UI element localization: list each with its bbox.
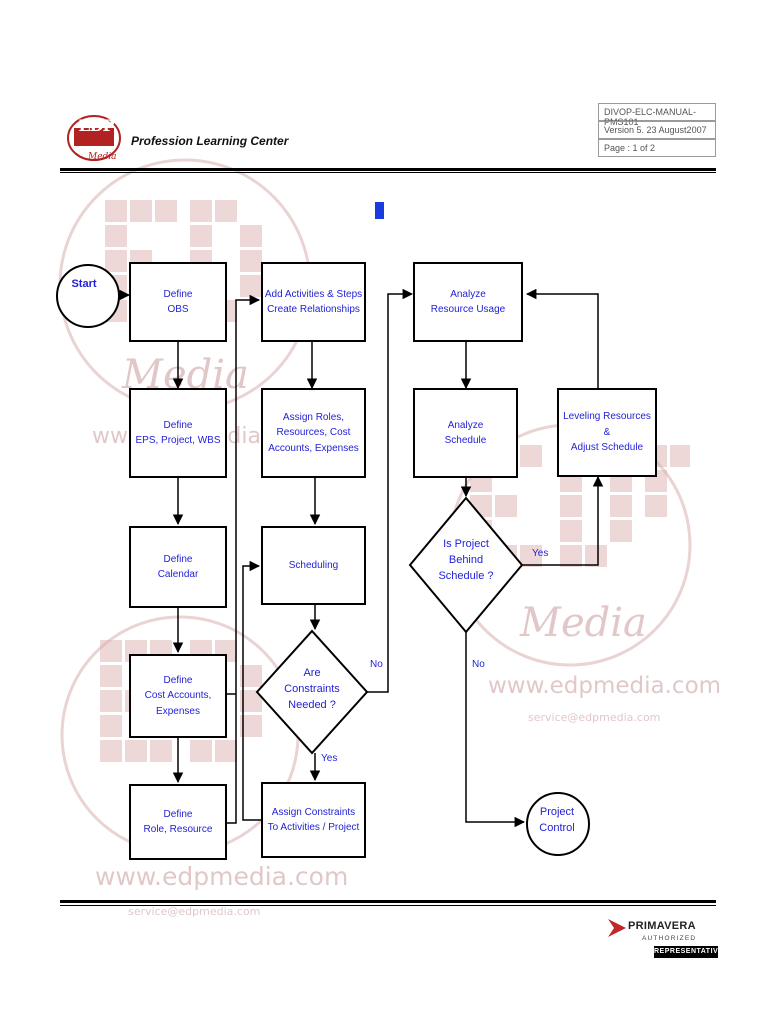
header-rule	[60, 168, 716, 171]
no-label: No	[370, 659, 383, 670]
edp-logo-subtext: Media	[88, 152, 117, 162]
watermark-url-text: www.edpmedia.com	[95, 862, 349, 891]
define-role-box: Define Role, Resource	[129, 784, 227, 860]
primavera-authorized: AUTHORIZED	[642, 935, 697, 942]
analyze-resource-box: Analyze Resource Usage	[413, 262, 523, 342]
scheduling-box: Scheduling	[261, 526, 366, 605]
title-marker	[375, 202, 384, 219]
header-rule-thin	[60, 172, 716, 173]
define-obs-box: Define OBS	[129, 262, 227, 342]
doc-id: DIVOP-ELC-MANUAL-PMS101	[598, 103, 716, 127]
behind-decision: Is Project Behind Schedule ?	[438, 538, 494, 582]
yes-label: Yes	[321, 753, 338, 764]
define-eps-box: Define EPS, Project, WBS	[129, 388, 227, 478]
yes-label: Yes	[532, 548, 549, 559]
define-cost-box: Define Cost Accounts, Expenses	[129, 654, 227, 738]
project-control-node: Project Control	[539, 806, 575, 834]
start-node-shape	[56, 264, 120, 328]
assign-constraints-box: Assign Constraints To Activities / Proje…	[261, 782, 366, 858]
watermark-media-text: Media	[520, 600, 647, 646]
project-control-shape	[526, 792, 590, 856]
edp-logo-text: EDP	[78, 116, 114, 135]
leveling-box: Leveling Resources & Adjust Schedule	[557, 388, 657, 477]
footer-rule-thin	[60, 905, 716, 906]
constraints-decision-shape	[255, 629, 369, 755]
assign-roles-box: Assign Roles, Resources, Cost Accounts, …	[261, 388, 366, 478]
define-calendar-box: Define Calendar	[129, 526, 227, 608]
primavera-representative: REPRESENTATIVE	[654, 946, 723, 958]
primavera-logo-mark	[608, 919, 626, 937]
primavera-brand: PRIMAVERA	[628, 920, 696, 932]
footer-rule	[60, 900, 716, 903]
no-label: No	[472, 659, 485, 670]
constraints-decision: Are Constraints Needed ?	[284, 667, 340, 711]
add-activities-box: Add Activities & Steps Create Relationsh…	[261, 262, 366, 342]
watermark-url-text: www.edpmedia.com	[488, 673, 722, 699]
behind-decision-shape	[408, 496, 524, 634]
doc-version: Version 5. 23 August2007	[598, 121, 716, 139]
doc-page: Page : 1 of 2	[598, 139, 716, 157]
edp-logo	[67, 115, 121, 161]
watermark-email-text: service@edpmedia.com	[528, 711, 661, 724]
start-node: Start	[71, 278, 97, 290]
watermark-email-text: service@edpmedia.com	[128, 905, 261, 918]
center-name: Profession Learning Center	[131, 134, 289, 148]
analyze-schedule-box: Analyze Schedule	[413, 388, 518, 478]
